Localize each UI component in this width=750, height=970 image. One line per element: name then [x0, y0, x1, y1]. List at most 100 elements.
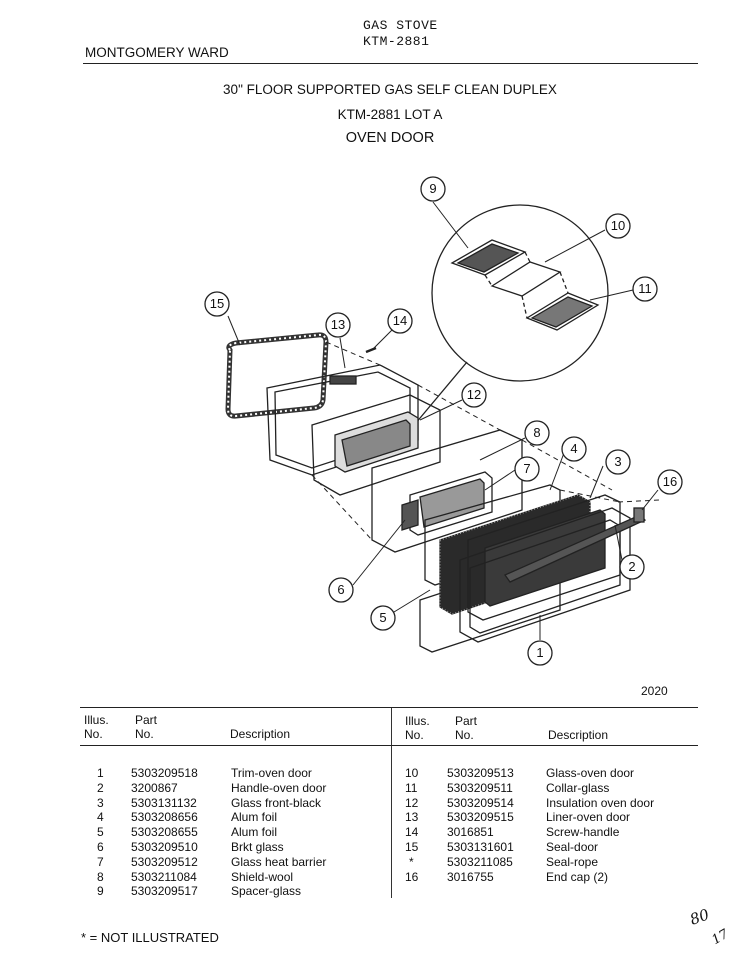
part-no: 5303209513	[447, 766, 514, 780]
callout-14: 14	[387, 308, 413, 334]
svg-text:5: 5	[379, 610, 386, 625]
detail-glass-pane	[490, 261, 562, 297]
svg-text:1: 1	[536, 645, 543, 660]
part-description: Screw-handle	[546, 825, 620, 840]
part-description: Alum foil	[231, 810, 278, 825]
part-description: Handle-oven door	[231, 780, 327, 795]
part-no: 5303131601	[447, 839, 514, 854]
table-column-divider	[391, 708, 392, 898]
handwritten-mark: 80	[687, 905, 712, 929]
brand-name: MONTGOMERY WARD	[85, 45, 229, 60]
illus-no: 16	[405, 869, 419, 884]
callout-13: 13	[325, 312, 351, 338]
part-description: Seal-rope	[546, 854, 599, 869]
callout-15: 15	[204, 291, 230, 317]
illus-no: 3	[97, 795, 104, 810]
svg-text:4: 4	[570, 441, 577, 456]
illus-no: 14	[405, 825, 419, 840]
callout-8: 8	[524, 420, 550, 446]
part-description: Glass-oven door	[546, 766, 635, 780]
svg-text:15: 15	[210, 296, 224, 311]
part-no: 5303209517	[131, 884, 198, 899]
callout-11: 11	[632, 276, 658, 302]
illus-no: 6	[97, 839, 104, 854]
part-header-line2: No.	[455, 728, 474, 742]
page-title-line1: 30" FLOOR SUPPORTED GAS SELF CLEAN DUPLE…	[223, 82, 557, 97]
part-no: 3016755	[447, 869, 494, 884]
illus-header-line1: Illus.	[84, 713, 109, 727]
figure-number: 2020	[641, 684, 668, 698]
end-cap	[633, 507, 645, 523]
callout-1: 1	[527, 640, 553, 666]
svg-text:14: 14	[393, 313, 407, 328]
illus-no: 9	[97, 884, 104, 899]
part-no: 5303209512	[131, 854, 198, 869]
illus-no: 8	[97, 869, 104, 884]
doc-type-label: GAS STOVE	[363, 18, 438, 33]
not-illustrated-footnote: * = NOT ILLUSTRATED	[81, 930, 219, 945]
callout-5: 5	[370, 605, 396, 631]
part-no: 5303209518	[131, 766, 198, 780]
illus-no: 4	[97, 810, 104, 825]
svg-text:2: 2	[628, 559, 635, 574]
part-no: 5303209510	[131, 839, 198, 854]
part-no: 5303208655	[131, 825, 198, 840]
part-no: 3200867	[131, 780, 178, 795]
illus-header-line2: No.	[405, 728, 424, 742]
svg-text:7: 7	[523, 461, 530, 476]
callout-7: 7	[514, 456, 540, 482]
model-number-label: KTM-2881	[363, 34, 430, 49]
part-description: Glass heat barrier	[231, 854, 327, 869]
part-no: 5303209511	[447, 780, 513, 795]
illus-no: 2	[97, 780, 104, 795]
document-type-header: GAS STOVE KTM-2881	[363, 18, 438, 50]
table-top-rule	[80, 707, 698, 708]
part-description: Seal-door	[546, 839, 599, 854]
table-row: 13 5303209515 Liner-oven door	[405, 810, 705, 825]
part-description: Spacer-glass	[231, 884, 302, 899]
part-no: 5303209515	[447, 810, 514, 825]
page-title-line3: OVEN DOOR	[345, 130, 435, 146]
illus-no: 1	[97, 766, 104, 780]
detail-glass-collar	[525, 292, 600, 331]
illus-no: 12	[405, 795, 419, 810]
handwritten-mark: 17	[709, 926, 732, 949]
exploded-parts-diagram: 9 10 11 15 13 14 12 8 4 3 7 16 2 6 5 1	[204, 176, 683, 666]
svg-text:16: 16	[663, 474, 677, 489]
svg-text:3: 3	[614, 454, 621, 469]
oven-door-trim	[459, 507, 631, 643]
part-description: Liner-oven door	[546, 810, 631, 825]
left-part-header: Part No.	[135, 713, 157, 741]
oven-door-handle	[504, 514, 647, 583]
illus-no: 7	[97, 854, 104, 869]
handle-screw	[365, 346, 377, 354]
callout-10: 10	[605, 213, 631, 239]
callout-2: 2	[619, 554, 645, 580]
table-header-rule	[80, 745, 698, 746]
table-row: 2 3200867 Handle-oven door	[90, 781, 390, 796]
right-illus-header: Illus. No.	[405, 714, 430, 742]
right-description-header: Description	[548, 728, 609, 742]
illus-no: 13	[405, 810, 419, 825]
left-description-header: Description	[230, 727, 291, 741]
part-description: Collar-glass	[546, 780, 610, 795]
svg-text:8: 8	[533, 425, 540, 440]
illus-no: 10	[405, 766, 419, 780]
illus-no: *	[409, 854, 414, 869]
callout-6: 6	[328, 577, 354, 603]
part-description: Insulation oven door	[546, 795, 655, 810]
right-part-header: Part No.	[455, 714, 477, 742]
table-row: 10 5303209513 Glass-oven door	[405, 766, 705, 781]
door-seal-ring	[225, 332, 329, 419]
svg-text:10: 10	[611, 218, 625, 233]
